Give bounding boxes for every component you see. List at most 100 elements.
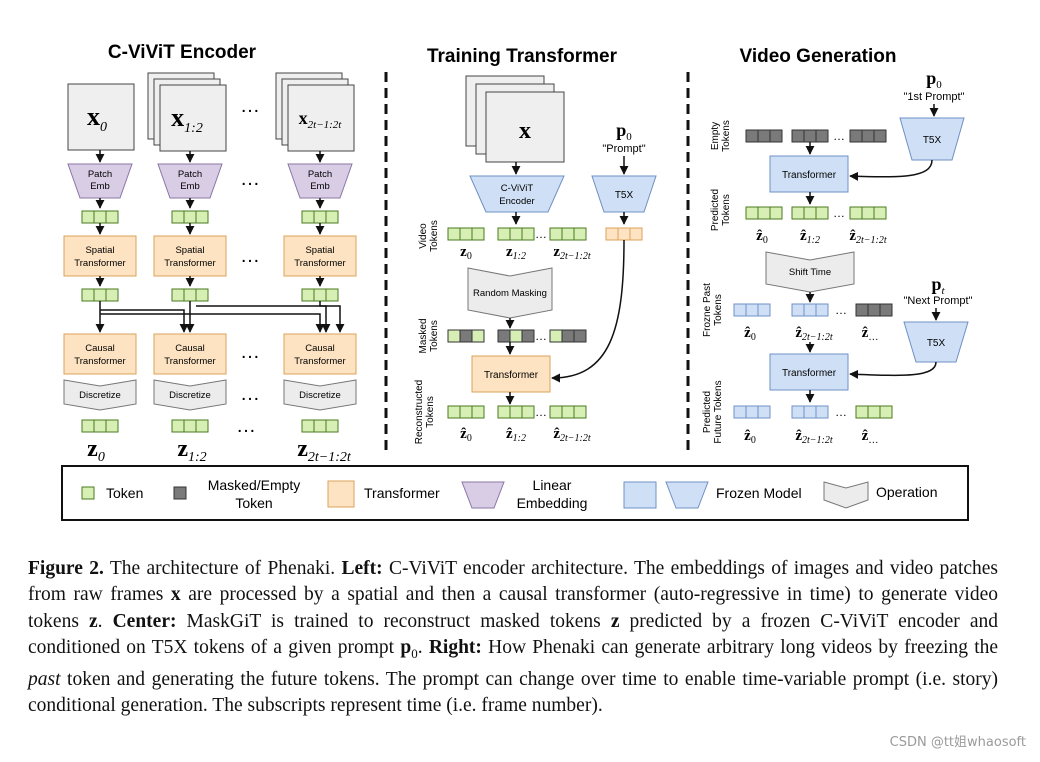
row-label-frozen-past-tokens: Frozne PastTokens: [702, 283, 724, 337]
zhat-label: ẑ2t−1:2t: [795, 325, 833, 343]
t5x-block: T5X: [903, 321, 969, 363]
prompt1-text: "1st Prompt": [904, 91, 965, 103]
svg-text:Transformer: Transformer: [782, 170, 837, 181]
patch-emb-block: Patch Emb: [287, 163, 353, 199]
svg-text:Random Masking: Random Masking: [473, 288, 547, 299]
legend-transformer-swatch: [327, 480, 355, 508]
prompt-var: p0: [616, 120, 632, 143]
prompt1-condition-arrow: [849, 159, 933, 181]
token-row: [81, 419, 339, 433]
svg-text:Transformer: Transformer: [164, 258, 215, 269]
causal-transformer-block: Causal Transformer: [153, 333, 227, 375]
svg-text:Encoder: Encoder: [499, 196, 534, 207]
frame-x2t: [287, 84, 355, 152]
zhat-label: ẑ0: [460, 426, 472, 444]
zhat-label: ẑ0: [756, 228, 768, 246]
legend-linear-swatch: [461, 481, 505, 509]
svg-text:Emb: Emb: [90, 181, 110, 192]
frame-x: [485, 91, 565, 163]
legend-frozen-swatch-trap: [665, 481, 709, 509]
transformer-block: Transformer: [471, 355, 551, 393]
row-label-predicted-future-tokens: PredictedFuture Tokens: [702, 380, 724, 443]
spatial-transformer-block: Spatial Transformer: [63, 235, 137, 277]
transformer-block-2: Transformer: [769, 353, 849, 391]
svg-text:Discretize: Discretize: [299, 390, 341, 401]
frame-x12: [159, 84, 227, 152]
training-panel: x p0 "Prompt" C-ViViT Encoder T5X VideoT…: [414, 75, 657, 444]
zhat-label: ẑ0: [744, 325, 756, 343]
prompt2-text: "Next Prompt": [904, 295, 973, 307]
svg-text:Patch: Patch: [88, 169, 112, 180]
encoder-panel: x0 x1:2 … x2t−1:2t Patch Emb Patch Emb ……: [63, 72, 357, 465]
encoder-section-title: C-ViViT Encoder: [108, 42, 257, 63]
svg-text:Discretize: Discretize: [169, 390, 211, 401]
zhat-label: ẑ…: [862, 428, 879, 446]
frame-label: x: [519, 118, 531, 144]
empty-token-row: [745, 129, 887, 143]
causal-connections: [95, 301, 345, 333]
svg-text:Discretize: Discretize: [79, 390, 121, 401]
ellipsis: …: [240, 95, 260, 117]
svg-text:Transformer: Transformer: [484, 370, 539, 381]
svg-text:C-ViViT: C-ViViT: [501, 183, 534, 194]
svg-text:Spatial: Spatial: [305, 245, 334, 256]
svg-text:T5X: T5X: [923, 135, 942, 146]
token-row: [81, 288, 339, 302]
ellipsis: …: [236, 415, 256, 437]
generation-section-title: Video Generation: [740, 46, 897, 67]
svg-text:Spatial: Spatial: [85, 245, 114, 256]
frame-x0: [67, 83, 135, 151]
zhat-label: ẑ0: [744, 428, 756, 446]
token-row: [81, 210, 339, 224]
frame-label: x1:2: [171, 103, 203, 136]
legend-operation-swatch: [823, 481, 869, 509]
spatial-transformer-block: Spatial Transformer: [283, 235, 357, 277]
spatial-transformer-block: Spatial Transformer: [153, 235, 227, 277]
causal-transformer-block: Causal Transformer: [283, 333, 357, 375]
prompt2-condition-arrow: [849, 361, 937, 379]
svg-text:Causal: Causal: [85, 343, 115, 354]
row-label-empty-tokens: EmptyTokens: [710, 120, 732, 152]
svg-text:Causal: Causal: [305, 343, 335, 354]
zhat-label: ẑ1:2: [506, 426, 526, 444]
discretize-operation: Discretize: [63, 379, 137, 411]
causal-transformer-block: Causal Transformer: [63, 333, 137, 375]
svg-text:Transformer: Transformer: [294, 356, 345, 367]
masked-token-row: [447, 329, 587, 343]
training-section-title: Training Transformer: [427, 46, 618, 67]
svg-text:Spatial: Spatial: [175, 245, 204, 256]
zhat-label: ẑ2t−1:2t: [849, 228, 887, 246]
svg-text:T5X: T5X: [615, 190, 634, 201]
zhat-label: ẑ2t−1:2t: [795, 428, 833, 446]
ellipsis: …: [835, 303, 847, 317]
zhat-label: ẑ1:2: [800, 228, 820, 246]
discretize-operation: Discretize: [153, 379, 227, 411]
row-label-masked-tokens: MaskedTokens: [418, 318, 440, 353]
frame-label: x2t−1:2t: [299, 108, 343, 131]
zhat-label: ẑ…: [862, 325, 879, 343]
svg-text:Patch: Patch: [308, 169, 332, 180]
ellipsis: …: [240, 341, 260, 363]
ellipsis: …: [240, 245, 260, 267]
legend-transformer-label: Transformer: [364, 485, 440, 501]
svg-text:Emb: Emb: [180, 181, 200, 192]
figure-caption: Figure 2. The architecture of Phenaki. L…: [28, 558, 999, 717]
row-label-predicted-tokens: PredictedTokens: [710, 189, 732, 231]
video-token-row: [447, 227, 587, 241]
svg-text:Emb: Emb: [310, 181, 330, 192]
legend-masked-swatch: [173, 486, 187, 500]
prompt2-var: pt: [931, 274, 945, 297]
ellipsis: …: [535, 405, 547, 419]
prompt-text: "Prompt": [602, 143, 645, 155]
generation-panel: p0 "1st Prompt" T5X EmptyTokens … Transf…: [702, 68, 973, 446]
ellipsis: …: [240, 168, 260, 190]
prompt-condition-arrow: [551, 239, 625, 383]
row-label-reconstructed-tokens: ReconstructedTokens: [414, 380, 436, 444]
svg-text:Shift Time: Shift Time: [789, 267, 831, 278]
svg-text:Transformer: Transformer: [164, 356, 215, 367]
ellipsis: …: [833, 206, 845, 220]
prompt1-var: p0: [926, 68, 942, 91]
svg-text:Transformer: Transformer: [74, 356, 125, 367]
